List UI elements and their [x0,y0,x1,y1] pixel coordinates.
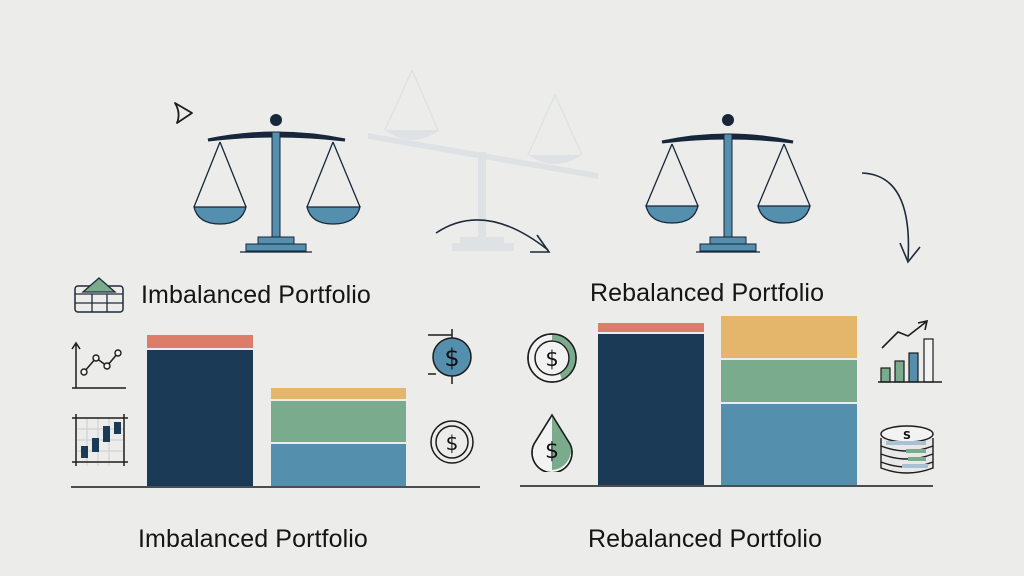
bar-segment-yellow [721,316,857,358]
line-chart-icon [71,341,126,389]
svg-text:$: $ [444,344,459,372]
x-axis [520,485,933,487]
bar-segment-red [147,335,253,348]
table-icon [74,277,124,313]
svg-text:$: $ [545,347,558,371]
dollar-coin-outline-icon: $ [430,420,474,464]
curved-arrow-icon [435,219,551,253]
right-balance-scale-icon [645,114,811,253]
rebalanced-portfolio-header: Rebalanced Portfolio [590,279,825,307]
bar-segment-green [271,401,406,442]
play-triangle-icon[interactable] [172,100,196,126]
bar-segment-blue [271,444,406,487]
rebalanced-portfolio-caption: Rebalanced Portfolio [588,525,823,553]
candlestick-chart-icon [72,414,128,466]
svg-text:$: $ [545,439,559,464]
x-axis [71,486,480,488]
growth-bar-chart-icon [878,320,942,383]
left-balance-scale-icon [193,114,361,253]
dollar-coin-progress-icon: $ [527,333,577,383]
bar-segment-red [598,323,704,332]
dollar-coin-filled-icon: $ [428,329,472,384]
coin-stack-icon: S [880,425,934,474]
bar-segment-yellow [271,388,406,399]
imbalanced-portfolio-caption: Imbalanced Portfolio [138,525,368,553]
svg-text:$: $ [446,431,459,455]
curved-arrow-down-icon [861,172,921,264]
tilted-scale-icon [368,69,598,251]
bar-segment-green [721,360,857,402]
bar-segment-blue [721,404,857,486]
dollar-drop-icon: $ [531,413,573,472]
imbalanced-portfolio-header: Imbalanced Portfolio [141,281,371,309]
bar-segment-navy [147,350,253,487]
bar-segment-navy [598,334,704,486]
svg-text:S: S [903,429,911,442]
